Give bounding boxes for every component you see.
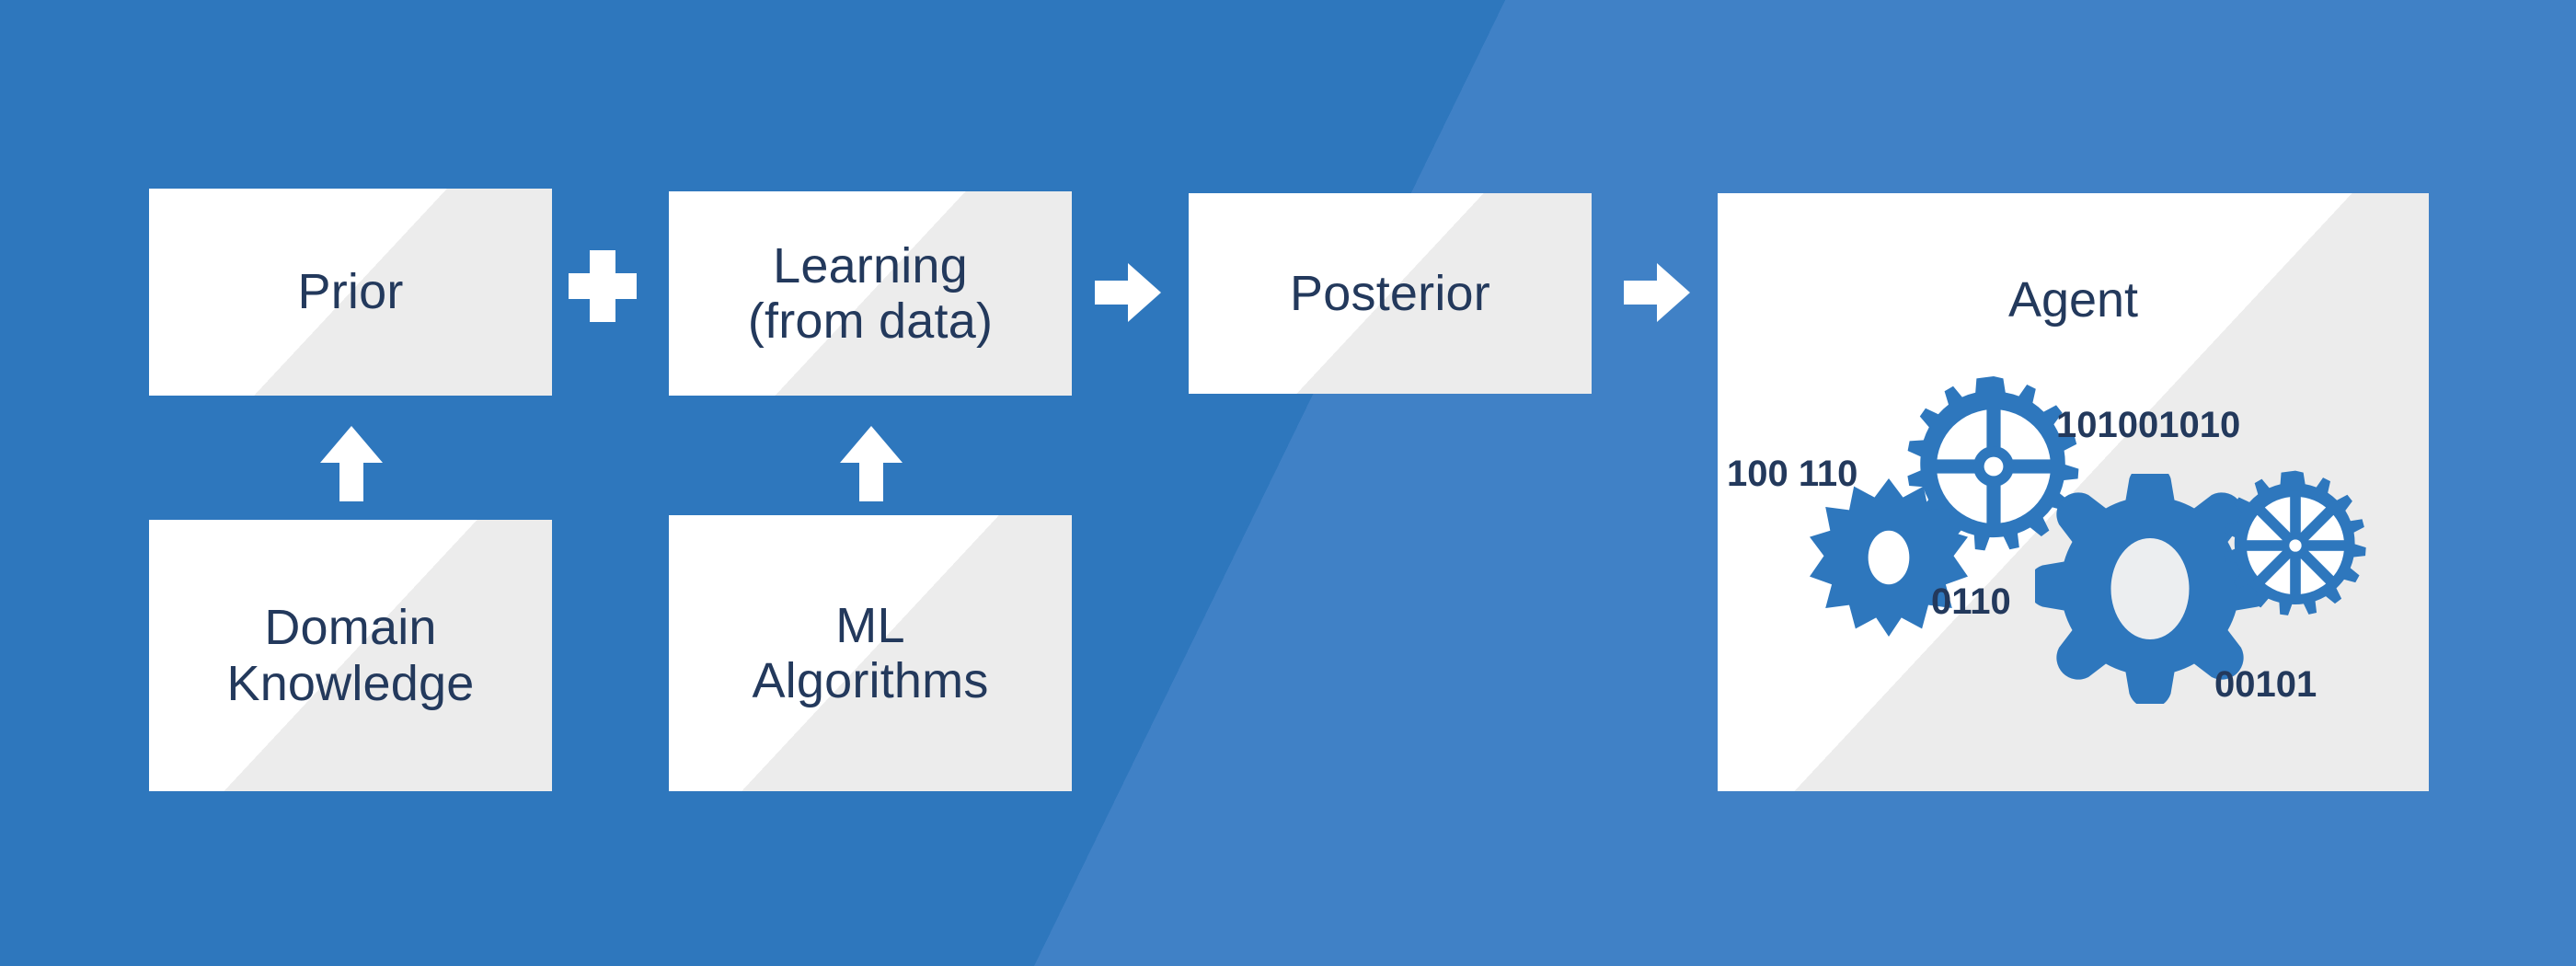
node-learning-label-line1: Learning	[773, 237, 968, 293]
node-ml-algorithms-label-line2: Algorithms	[752, 653, 989, 708]
node-agent-label: Agent	[2007, 272, 2139, 328]
node-domain-knowledge[interactable]: Domain Knowledge	[149, 520, 552, 791]
node-domain-knowledge-label-line2: Knowledge	[226, 655, 475, 711]
arrow-right-icon-learning-to-posterior	[1095, 263, 1161, 322]
node-ml-algorithms-label: ML Algorithms	[752, 598, 988, 709]
arrow-shaft	[859, 463, 883, 501]
node-agent[interactable]: Agent	[1718, 193, 2429, 791]
arrow-shaft	[339, 463, 363, 501]
node-domain-knowledge-label: Domain Knowledge	[226, 600, 474, 711]
node-domain-knowledge-label-line1: Domain	[264, 600, 437, 656]
arrow-up-icon-ml-to-learning	[840, 426, 903, 501]
gear-solid-rounded-icon	[2035, 474, 2265, 704]
binary-label-bottom: 00101	[2214, 664, 2317, 705]
plus-icon	[569, 250, 637, 322]
node-ml-algorithms-label-line1: ML	[835, 597, 905, 653]
arrow-shaft	[1095, 281, 1132, 305]
node-posterior[interactable]: Posterior	[1189, 193, 1592, 394]
arrow-head	[1128, 263, 1161, 322]
node-posterior-label: Posterior	[1290, 265, 1490, 321]
binary-label-top: 101001010	[2056, 405, 2241, 445]
gear-spoked-wheel-icon	[2224, 470, 2366, 615]
arrow-up-icon-domain-to-prior	[320, 426, 383, 501]
plus-icon-vertical-bar	[590, 250, 615, 322]
node-learning[interactable]: Learning (from data)	[669, 191, 1072, 396]
node-prior-label: Prior	[297, 264, 404, 320]
node-ml-algorithms[interactable]: ML Algorithms	[669, 515, 1072, 791]
arrow-head	[840, 426, 903, 463]
node-learning-label: Learning (from data)	[748, 238, 993, 350]
arrow-head	[1657, 263, 1690, 322]
arrow-right-icon-posterior-to-agent	[1624, 263, 1690, 322]
binary-label-left: 100 110	[1727, 454, 1858, 494]
arrow-head	[320, 426, 383, 463]
gear-cluster	[1718, 193, 2429, 791]
node-prior[interactable]: Prior	[149, 189, 552, 396]
arrow-shaft	[1624, 281, 1661, 305]
gear-spoked-crosshair-icon	[1907, 376, 2079, 551]
binary-label-middle: 0110	[1931, 581, 2011, 622]
gear-star-teeth-icon	[1810, 478, 1968, 637]
node-learning-label-line2: (from data)	[747, 293, 994, 349]
